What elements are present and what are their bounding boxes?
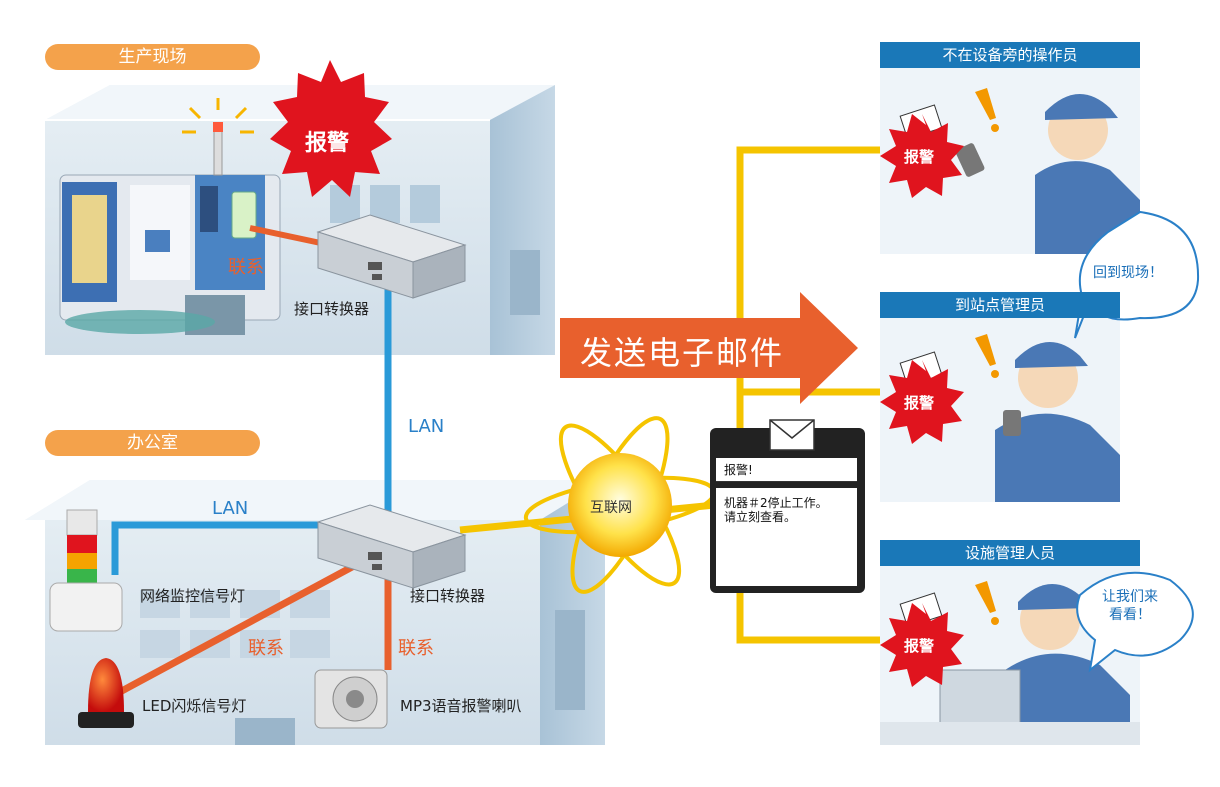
office-converter-label: 接口转换器 <box>410 587 486 605</box>
internet-label: 互联网 <box>590 500 632 516</box>
alarm-burst <box>880 114 964 687</box>
site-admin-alarm-text: 报警 <box>904 394 935 412</box>
signal-tower-icon <box>49 509 123 632</box>
recipient-title-facility-manager: 设施管理人员 <box>880 540 1140 566</box>
facility-bubble-text: 让我们来 看看！ <box>1102 589 1158 623</box>
factory-alarm-text: 报警 <box>305 131 350 156</box>
office-converter <box>316 504 467 589</box>
send-email-label: 发送电子邮件 <box>580 334 785 372</box>
speaker-label: MP3语音报警喇叭 <box>400 697 522 715</box>
send-email-arrow <box>560 292 858 404</box>
speaker-icon <box>314 669 388 729</box>
facility-alarm-text: 报警 <box>904 637 935 655</box>
factory-converter <box>316 214 467 299</box>
office-lan-label: LAN <box>212 498 249 519</box>
email-subject: 报警! <box>716 458 857 482</box>
led-light-label: LED闪烁信号灯 <box>142 697 247 715</box>
operator-alarm-text: 报警 <box>904 148 935 166</box>
led-light-icon <box>78 658 134 728</box>
lan-vertical-label: LAN <box>408 416 445 437</box>
cnc-machine <box>59 174 281 335</box>
recipient-title-site-admin: 到站点管理员 <box>880 292 1120 318</box>
envelope-icon <box>769 419 815 451</box>
email-body: 机器＃2停止工作。 请立刻查看。 <box>716 488 857 586</box>
factory-link-text: 联系 <box>228 257 264 278</box>
office-link-right: 联系 <box>398 638 434 659</box>
office-label: 办公室 <box>45 430 260 456</box>
factory-label: 生产现场 <box>45 44 260 70</box>
site-admin-bubble-text: 回到现场！ <box>1093 265 1163 281</box>
signal-tower-label: 网络监控信号灯 <box>140 587 246 605</box>
office-link-left: 联系 <box>248 638 284 659</box>
exclamation-icon <box>975 88 999 625</box>
factory-alarm-burst <box>270 60 392 197</box>
factory-converter-label: 接口转换器 <box>294 300 370 318</box>
recipient-title-operator: 不在设备旁的操作员 <box>880 42 1140 68</box>
beacon-icon <box>182 98 254 176</box>
